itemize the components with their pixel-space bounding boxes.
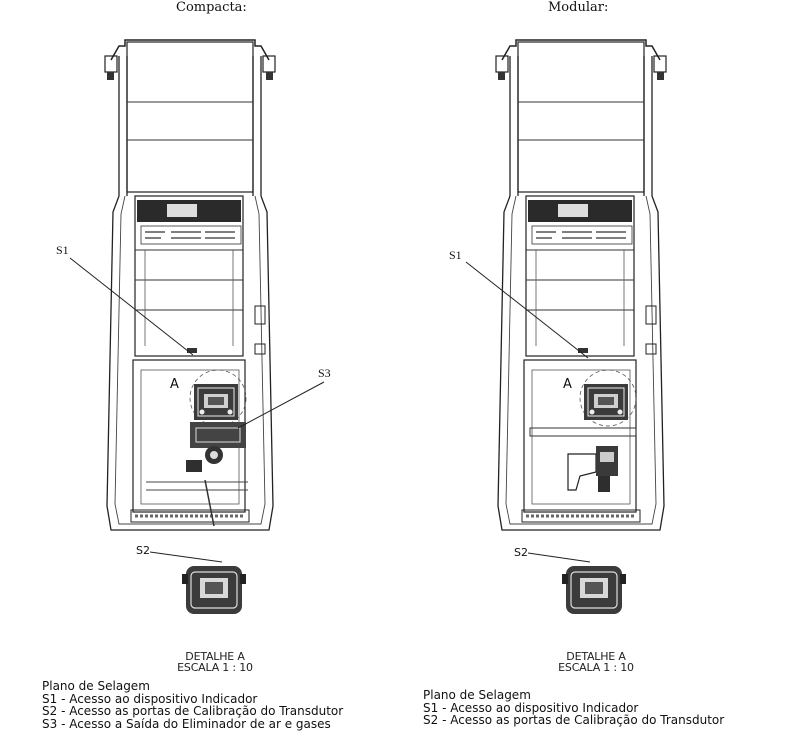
compact-dispenser-drawing bbox=[103, 38, 277, 532]
legend-item: S2 - Acesso as portas de Calibração do T… bbox=[423, 713, 725, 727]
modular-dispenser-drawing bbox=[494, 38, 668, 532]
legend-item: S3 - Acesso a Saída do Eliminador de ar … bbox=[42, 716, 331, 731]
view-label-a-left: A bbox=[170, 377, 179, 392]
legend-item: S1 - Acesso ao dispositivo Indicador bbox=[42, 691, 258, 706]
detail-caption-right: DETALHE A ESCALA 1 : 10 bbox=[541, 651, 651, 673]
modular-panel-title: Modular: bbox=[548, 0, 609, 15]
s3-leader-line-left bbox=[237, 381, 325, 429]
detail-title-right: DETALHE A bbox=[566, 650, 626, 663]
detail-caption-left: DETALHE A ESCALA 1 : 10 bbox=[160, 651, 270, 673]
detail-title-left: DETALHE A bbox=[185, 650, 245, 663]
sealing-plan-legend-right: Plano de Selagem S1 - Acesso ao disposit… bbox=[423, 689, 724, 727]
modular-meter-assembly bbox=[529, 369, 637, 492]
s1-leader-line-right bbox=[465, 261, 589, 359]
view-label-a-right: A bbox=[563, 377, 572, 392]
compact-panel-title: Compacta: bbox=[176, 0, 247, 15]
callout-s2-right: S2 bbox=[514, 546, 528, 559]
legend-title: Plano de Selagem bbox=[423, 688, 531, 702]
detail-scale-left: ESCALA 1 : 10 bbox=[177, 661, 253, 674]
callout-s3-left: S3 bbox=[318, 366, 331, 380]
callout-s2-left: S2 bbox=[136, 544, 150, 557]
detail-scale-right: ESCALA 1 : 10 bbox=[558, 661, 634, 674]
legend-item: S2 - Acesso as portas de Calibração do T… bbox=[42, 704, 344, 718]
legend-title: Plano de Selagem bbox=[42, 679, 150, 693]
callout-s1-left: S1 bbox=[56, 243, 69, 257]
s1-leader-line-left bbox=[69, 257, 194, 356]
detail-a-meter-right bbox=[561, 565, 627, 615]
compact-meter-assembly bbox=[146, 369, 248, 527]
sealing-plan-legend-left: Plano de Selagem S1 - Acesso ao disposit… bbox=[42, 680, 343, 730]
s2-leader-line-right bbox=[527, 552, 591, 563]
s2-leader-line-left bbox=[149, 551, 223, 563]
detail-a-meter-left bbox=[181, 565, 247, 615]
callout-s1-right: S1 bbox=[449, 248, 462, 262]
legend-item: S1 - Acesso ao dispositivo Indicador bbox=[423, 700, 639, 715]
